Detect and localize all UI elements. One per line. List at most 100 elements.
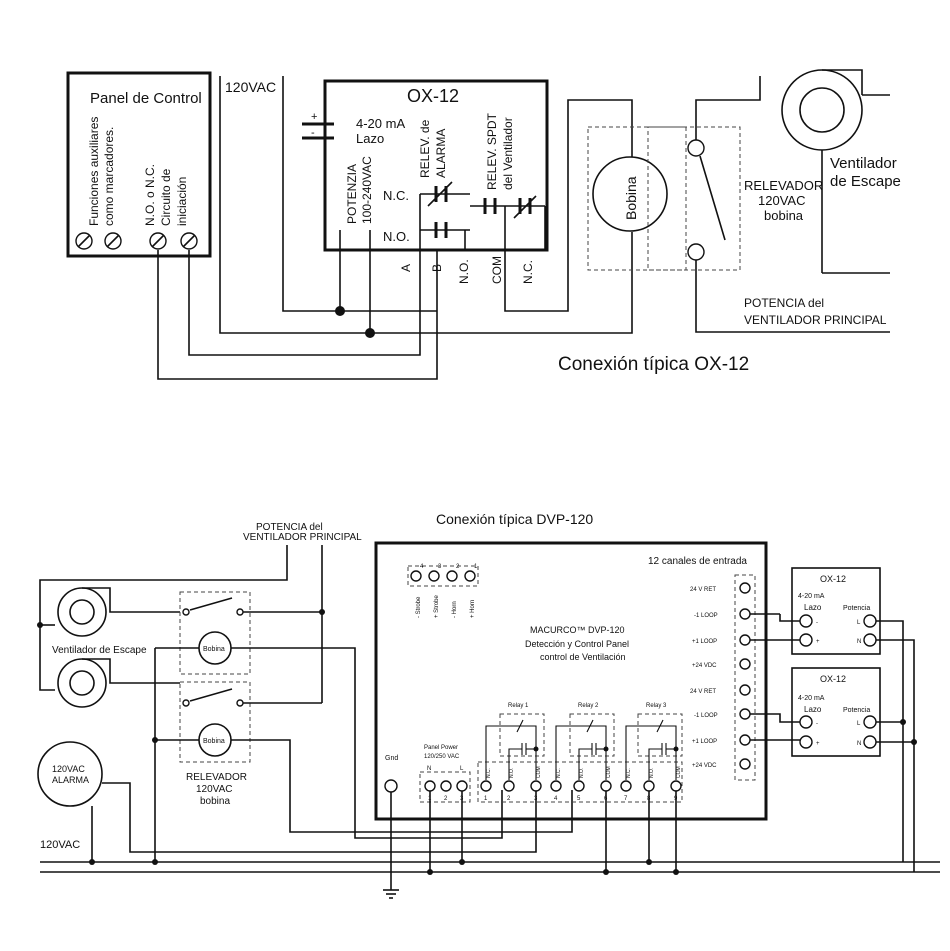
- svg-text:-: -: [311, 127, 315, 139]
- svg-text:- Horn: - Horn: [452, 601, 458, 618]
- svg-text:Gnd: Gnd: [385, 755, 398, 762]
- svg-text:N.O.: N.O.: [383, 229, 410, 244]
- svg-text:7: 7: [624, 796, 628, 802]
- svg-text:Panel Power: Panel Power: [424, 745, 458, 751]
- coil-label: Bobina: [623, 176, 639, 220]
- power-label: POTENZIA: [345, 164, 359, 224]
- supply-label-b: 120VAC: [40, 839, 80, 851]
- svg-text:OX-12: OX-12: [820, 674, 846, 684]
- svg-text:Relay 1: Relay 1: [508, 703, 529, 709]
- fan-label-2: de Escape: [830, 173, 901, 190]
- loop-label: 4-20 mA: [356, 116, 405, 131]
- strobe-horn-terminals: [410, 570, 476, 582]
- power-label-2: 100-240VAC: [360, 156, 374, 224]
- exhaust-fan-icon: [781, 69, 890, 274]
- alarm-label-2: ALARMA: [52, 775, 89, 785]
- svg-text:L: L: [857, 721, 861, 727]
- svg-text:Lazo: Lazo: [804, 705, 822, 714]
- panel-desc-2: control de Ventilación: [540, 652, 626, 662]
- main-power-label-b: POTENCIA del: [256, 522, 323, 533]
- init-circuit-label: N.O. o N.C.: [143, 164, 157, 226]
- svg-text:-1 LOOP: -1 LOOP: [694, 713, 718, 719]
- svg-text:Lazo: Lazo: [804, 603, 822, 612]
- main-power-label: POTENCIA del: [744, 296, 824, 310]
- svg-text:L: L: [460, 766, 464, 772]
- loop-label-2: Lazo: [356, 131, 384, 146]
- svg-text:Bobina: Bobina: [203, 738, 225, 745]
- svg-text:COM: COM: [536, 766, 542, 778]
- svg-text:4: 4: [420, 564, 424, 570]
- svg-text:4-20 mA: 4-20 mA: [798, 695, 825, 702]
- svg-text:1: 1: [474, 564, 478, 570]
- svg-text:3: 3: [438, 564, 442, 570]
- svg-text:COM: COM: [676, 766, 682, 778]
- svg-text:N.C.: N.C.: [486, 768, 492, 778]
- svg-text:OX-12: OX-12: [820, 574, 846, 584]
- svg-text:120/250 VAC: 120/250 VAC: [424, 754, 460, 760]
- brand-label: MACURCO™ DVP-120: [530, 625, 625, 635]
- svg-text:2: 2: [456, 564, 460, 570]
- relay-3-contacts: [625, 719, 679, 780]
- dvp120-panel-box: [374, 541, 768, 821]
- svg-text:N.O.: N.O.: [579, 768, 585, 778]
- control-panel-box: [66, 71, 212, 258]
- svg-text:L: L: [857, 620, 861, 626]
- svg-text:N.O.: N.O.: [509, 768, 515, 778]
- svg-text:24 V RET: 24 V RET: [690, 689, 716, 695]
- panel-desc: Detección y Control Panel: [525, 639, 629, 649]
- aux-functions-label-2: como marcadores.: [102, 127, 116, 226]
- alarm-relay-label-2: ALARMA: [434, 129, 448, 178]
- svg-text:N: N: [857, 639, 861, 645]
- svg-text:N.C.: N.C.: [556, 768, 562, 778]
- svg-text:4: 4: [554, 796, 558, 802]
- svg-text:N: N: [857, 741, 861, 747]
- ox12-unit-2: [791, 667, 881, 757]
- alarm-relay-label: RELEV. de: [418, 119, 432, 178]
- ground-terminal-icon: [384, 779, 398, 793]
- svg-text:N.O.: N.O.: [457, 259, 471, 284]
- svg-text:-: -: [816, 721, 818, 727]
- svg-text:- Strobe: - Strobe: [416, 596, 422, 618]
- svg-text:Relay 2: Relay 2: [578, 703, 599, 709]
- svg-text:+: +: [311, 111, 317, 123]
- channels-label: 12 canales de entrada: [648, 556, 747, 567]
- alarm-horn-icon: [37, 741, 103, 807]
- svg-text:A: A: [399, 264, 413, 272]
- svg-text:+1 LOOP: +1 LOOP: [692, 639, 717, 645]
- svg-text:24 V RET: 24 V RET: [690, 587, 716, 593]
- svg-text:-1 LOOP: -1 LOOP: [694, 613, 718, 619]
- svg-text:4-20 mA: 4-20 mA: [798, 593, 825, 600]
- main-power-label-2: VENTILADOR PRINCIPAL: [744, 313, 887, 327]
- alarm-label: 120VAC: [52, 764, 85, 774]
- top-caption: Conexión típica OX-12: [558, 354, 749, 375]
- svg-text:N: N: [427, 766, 431, 772]
- svg-text:+: +: [816, 639, 820, 645]
- coil-icon: [592, 156, 668, 232]
- svg-text:+: +: [816, 741, 820, 747]
- svg-text:N.C.: N.C.: [626, 768, 632, 778]
- svg-text:N.C.: N.C.: [383, 188, 409, 203]
- fan-label-b: Ventilador de Escape: [52, 645, 147, 656]
- relay-label: RELEVADOR: [744, 178, 823, 193]
- relay-label-2: 120VAC: [758, 193, 805, 208]
- init-circuit-label-2: Circuito de: [159, 168, 173, 226]
- relay-label-b: RELEVADOR: [186, 772, 247, 783]
- relay-2-contacts: [555, 719, 609, 780]
- supply-label: 120VAC: [225, 79, 276, 95]
- svg-text:Bobina: Bobina: [203, 646, 225, 653]
- panel-terminals: [75, 232, 198, 250]
- svg-text:+ Horn: + Horn: [470, 600, 476, 618]
- aux-functions-label: Funciones auxiliares: [87, 117, 101, 226]
- relay-1-contacts: [485, 719, 539, 780]
- svg-text:5: 5: [577, 796, 581, 802]
- svg-text:COM: COM: [606, 766, 612, 778]
- svg-text:N.O.: N.O.: [649, 768, 655, 778]
- relay-terminals: [480, 780, 682, 792]
- svg-text:Potencia: Potencia: [843, 707, 870, 714]
- svg-text:Potencia: Potencia: [843, 605, 870, 612]
- relay-label-b-2: 120VAC: [196, 784, 233, 795]
- init-circuit-label-3: iniciación: [175, 177, 189, 226]
- ox12-unit-1: [791, 567, 881, 655]
- ox12-box: [323, 79, 549, 252]
